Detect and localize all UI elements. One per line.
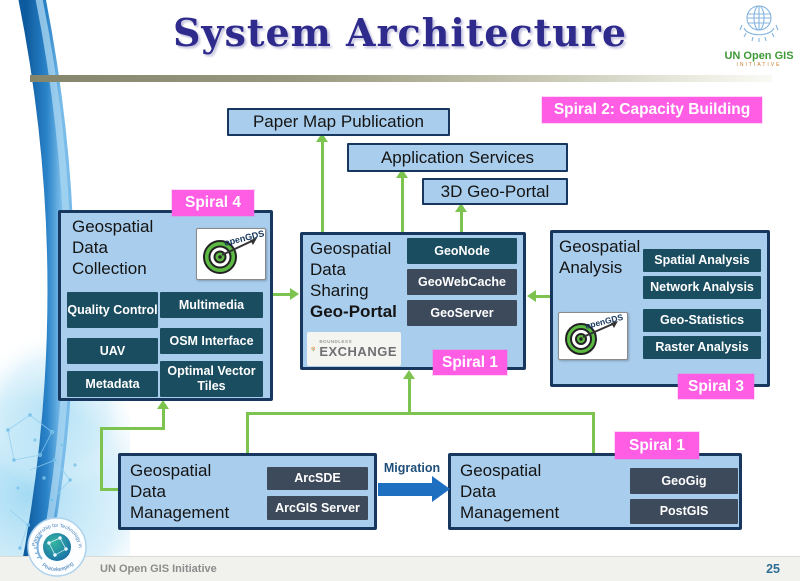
connector-down-to-management-right — [592, 412, 595, 454]
un-open-gis-logo: UN Open GIS INITIATIVE — [720, 3, 798, 73]
slide-title: System Architecture — [172, 10, 628, 55]
arrowhead-up-icon — [157, 400, 169, 409]
boundless-pin-icon — [311, 346, 315, 352]
optimal-vector-tiles-item: Optimal Vector Tiles — [160, 361, 263, 397]
osm-interface-item: OSM Interface — [160, 328, 263, 354]
emblem-text-bottom: Peacekeeping — [41, 561, 76, 573]
opengds-target-icon: openGDS — [203, 228, 265, 274]
migration-arrow-shaft — [378, 483, 432, 496]
geowebcache-item: GeoWebCache — [407, 269, 517, 295]
opengds-logo-analysis: openGDS — [558, 312, 628, 360]
opengds-logo-collection: openGDS — [196, 228, 266, 280]
network-analysis-item: Network Analysis — [643, 276, 761, 299]
spiral-2-label: Spiral 2: Capacity Building — [542, 97, 762, 123]
spatial-analysis-item: Spatial Analysis — [643, 249, 761, 272]
boundless-label: BOUNDLESS — [319, 339, 353, 345]
arcgis-server-item: ArcGIS Server — [267, 496, 368, 520]
svg-text:Peacekeeping: Peacekeeping — [41, 561, 76, 573]
migration-arrowhead-icon — [432, 476, 450, 502]
arrowhead-up-icon — [316, 133, 328, 142]
exchange-label: EXCHANGE — [319, 343, 397, 359]
arrowhead-up-icon — [396, 169, 408, 178]
connector-sharing-to-paper-map — [321, 140, 324, 232]
geonode-item: GeoNode — [407, 238, 517, 264]
connector-management-left-elbow-h2 — [100, 427, 165, 430]
geogig-item: GeoGig — [630, 468, 738, 494]
arrowhead-right-icon — [290, 288, 299, 300]
page-number: 25 — [766, 562, 780, 576]
3d-geo-portal-box: 3D Geo-Portal — [422, 178, 568, 205]
spiral-1-sharing-label: Spiral 1 — [433, 350, 507, 375]
arrowhead-left-icon — [527, 290, 536, 302]
title-divider — [30, 75, 772, 82]
boundless-exchange-logo: BOUNDLESS EXCHANGE — [307, 332, 401, 366]
application-services-box: Application Services — [347, 143, 568, 172]
postgis-item: PostGIS — [630, 499, 738, 524]
raster-analysis-item: Raster Analysis — [643, 336, 761, 359]
connector-collection-to-sharing — [273, 293, 291, 296]
uav-item: UAV — [67, 338, 158, 364]
quality-control-item: Quality Control — [67, 292, 158, 328]
un-emblem-icon — [739, 5, 779, 42]
arcsde-item: ArcSDE — [267, 467, 368, 490]
connector-down-to-management-left — [246, 412, 249, 454]
connector-up-to-sharing — [408, 377, 411, 414]
geo-statistics-item: Geo-Statistics — [643, 309, 761, 332]
connector-management-horizontal — [246, 412, 595, 415]
arrowhead-up-icon — [455, 203, 467, 212]
connector-sharing-to-3d-geo-portal — [460, 210, 463, 232]
spiral-3-label: Spiral 3 — [678, 374, 754, 399]
arrowhead-up-icon — [403, 370, 415, 379]
connector-management-left-elbow-h1 — [100, 488, 118, 491]
footer-text: UN Open GIS Initiative — [100, 563, 217, 575]
connector-analysis-to-sharing — [536, 295, 551, 298]
un-open-gis-initiative-label: INITIATIVE — [736, 62, 782, 69]
multimedia-item: Multimedia — [160, 292, 263, 318]
connector-sharing-to-application-services — [401, 176, 404, 232]
opengds-target-icon: openGDS — [565, 312, 624, 355]
paper-map-publication-box: Paper Map Publication — [227, 108, 450, 136]
connector-up-to-collection — [162, 407, 165, 429]
footer-bar: UN Open GIS Initiative 25 — [0, 556, 800, 581]
migration-label: Migration — [383, 461, 441, 475]
peacekeeping-emblem: Partnership for Technology in Peacekeepi… — [27, 517, 87, 577]
spiral-1-management-label: Spiral 1 — [615, 432, 699, 459]
un-open-gis-label: UN Open GIS — [724, 50, 794, 62]
metadata-item: Metadata — [67, 371, 158, 397]
connector-management-left-elbow-v1 — [100, 427, 103, 491]
spiral-4-label: Spiral 4 — [172, 190, 254, 216]
geoserver-item: GeoServer — [407, 300, 517, 326]
